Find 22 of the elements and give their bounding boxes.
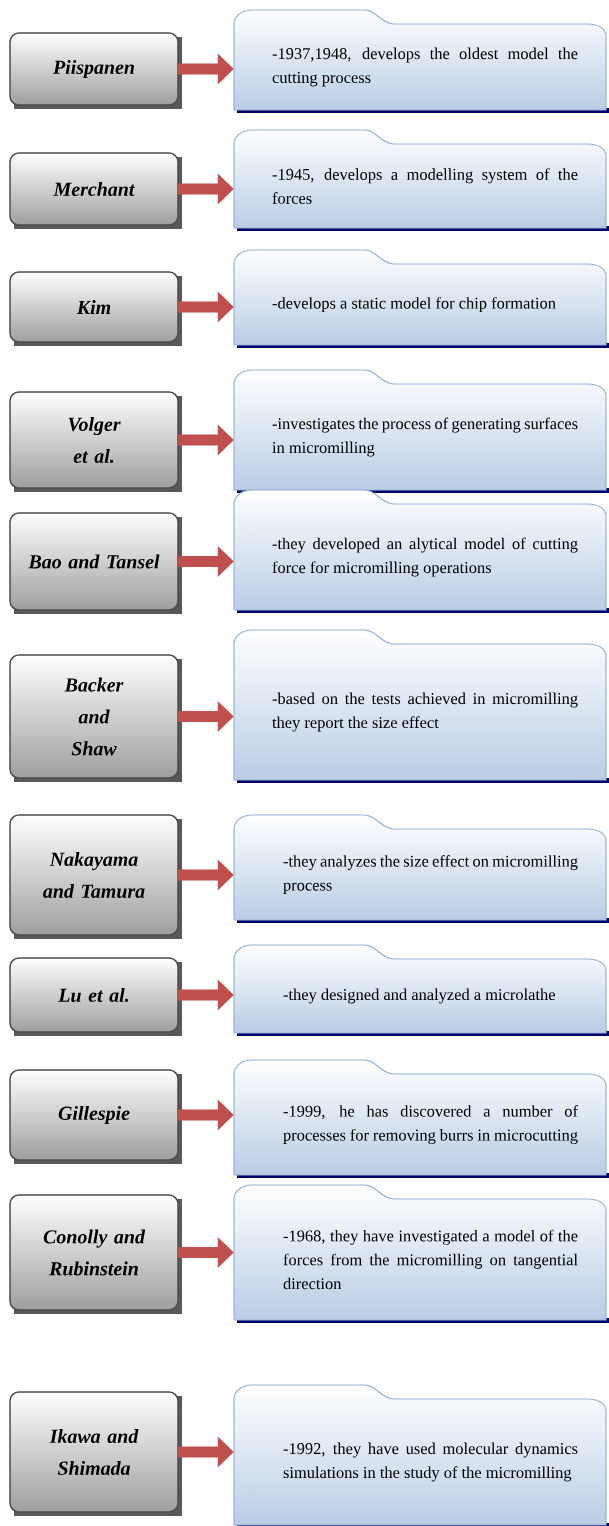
name-box: Volger et al.: [9, 391, 182, 492]
description-folder: -develops a static model for chip formation: [233, 249, 609, 348]
name-box: Kim: [9, 271, 182, 346]
description-folder: -1968, they have investigated a model of the forces from the micromilling on tangential direction: [233, 1184, 609, 1323]
name-box: Ikawa and Shimada: [9, 1391, 182, 1516]
name-box: Merchant: [9, 152, 182, 229]
name-box: Nakayama and Tamura: [9, 814, 182, 939]
description-folder: -1945, develops a modelling system of the forces: [233, 129, 609, 231]
description-folder: -they designed and analyzed a microlathe: [233, 944, 609, 1036]
description-folder: -based on the tests achieved in micromilling they report the size effect: [233, 629, 609, 783]
name-box: Backer and Shaw: [9, 654, 182, 782]
name-box: Conolly and Rubinstein: [9, 1194, 182, 1314]
name-box: Piispanen: [9, 32, 182, 109]
description-folder: -1992, they have used molecular dynamics simulations in the study of the micromilling: [233, 1384, 609, 1526]
description-folder: -they developed an alytical model of cutting force for micromilling operations: [233, 489, 609, 613]
description-folder: -investigates the process of generating surfaces in micromilling: [233, 369, 609, 493]
description-folder: -1937,1948, develops the oldest model the cutting process: [233, 9, 609, 113]
description-folder: -they analyzes the size effect on micromilling process: [233, 814, 609, 923]
name-box: Gillespie: [9, 1069, 182, 1164]
name-box: Lu et al.: [9, 957, 182, 1036]
name-box: Bao and Tansel: [9, 512, 182, 614]
description-folder: -1999, he has discovered a number of processes for removing burrs in microcutting: [233, 1059, 609, 1178]
